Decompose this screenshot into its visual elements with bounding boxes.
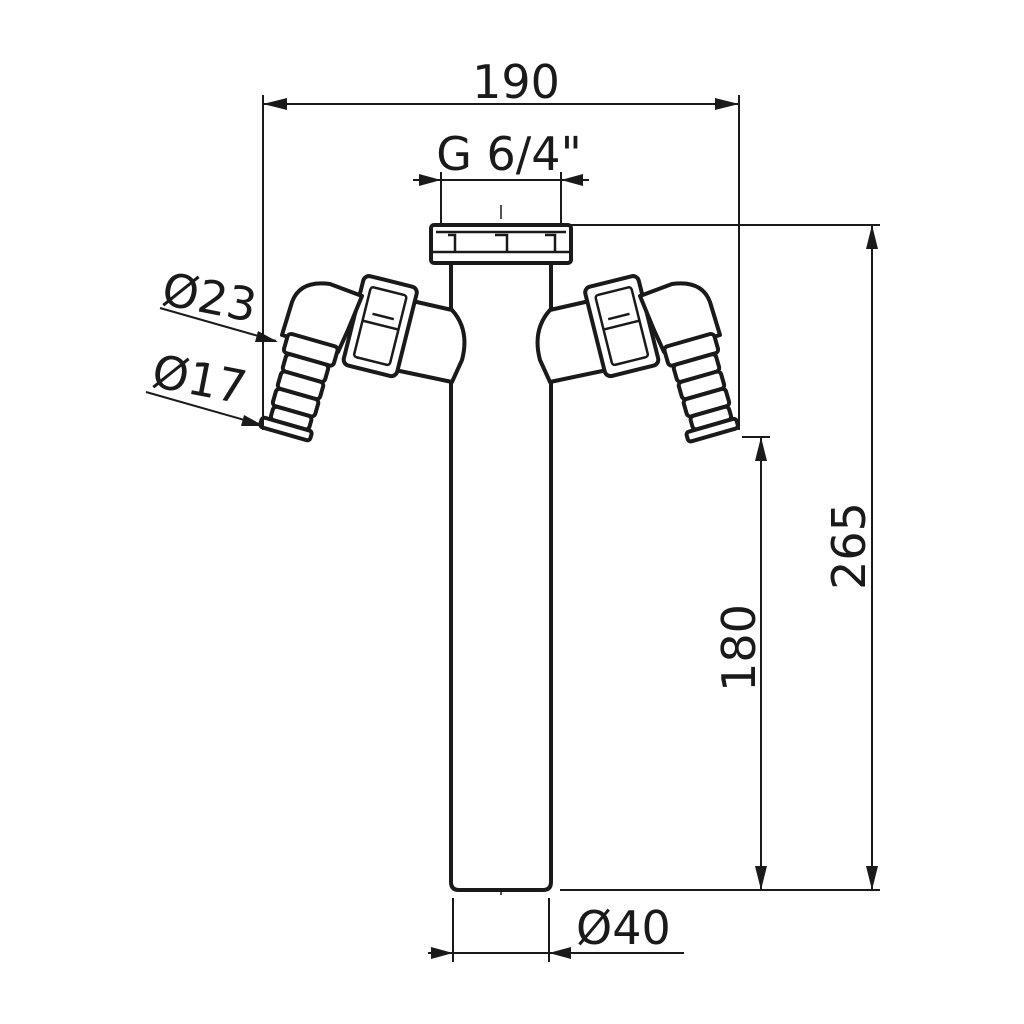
right-branch [535, 274, 740, 444]
dim-pipe-diameter-label: Ø40 [576, 901, 671, 955]
dim-thread: G 6/4" [413, 127, 589, 225]
dim-hose-inner-label: Ø17 [148, 344, 251, 415]
main-pipe [449, 260, 553, 892]
dim-total-height: 265 [560, 224, 880, 891]
dim-pipe-diameter: Ø40 [428, 898, 684, 962]
dim-outlet-height-label: 180 [712, 604, 766, 692]
dim-hose-diameters: Ø23 Ø17 [145, 262, 278, 426]
top-nut [429, 223, 573, 265]
left-branch [258, 274, 467, 443]
dim-outlet-height: 180 [712, 436, 770, 890]
dim-thread-label: G 6/4" [436, 127, 581, 181]
dim-overall-width: 190 [262, 55, 740, 430]
dim-overall-width-label: 190 [472, 55, 560, 109]
dim-total-height-label: 265 [822, 502, 876, 590]
dim-hose-outer-label: Ø23 [158, 262, 261, 333]
